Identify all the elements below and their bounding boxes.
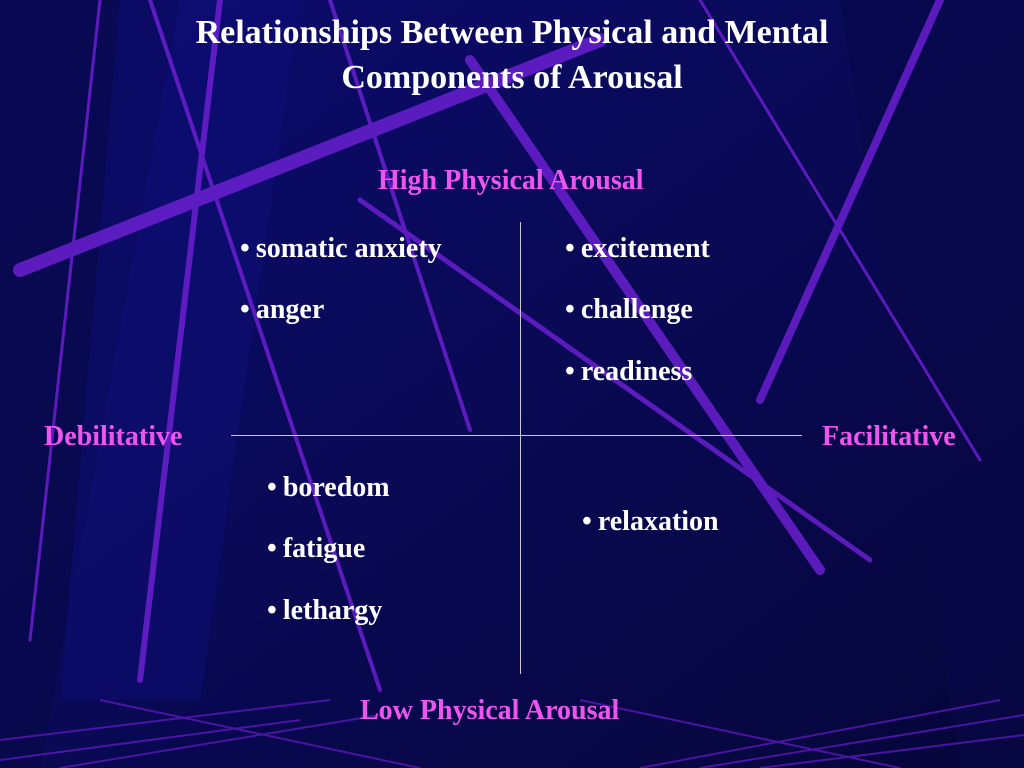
quadrant-item-lethargy: •lethargy xyxy=(267,595,383,626)
title-line-1: Relationships Between Physical and Menta… xyxy=(195,14,829,51)
title-line-2: Components of Arousal xyxy=(341,59,683,96)
axis-label-left: Debilitative xyxy=(44,421,183,452)
quadrant-item-relaxation: •relaxation xyxy=(582,506,719,537)
vertical-axis-line xyxy=(520,222,521,674)
quadrant-item-readiness: •readiness xyxy=(565,356,693,387)
axis-label-top: High Physical Arousal xyxy=(378,165,644,196)
quadrant-item-anger: •anger xyxy=(240,294,325,325)
horizontal-axis-line xyxy=(231,435,802,436)
quadrant-item-excitement: •excitement xyxy=(565,233,710,264)
quadrant-item-boredom: •boredom xyxy=(267,472,390,503)
axis-label-right: Facilitative xyxy=(822,421,956,452)
quadrant-item-fatigue: •fatigue xyxy=(267,533,366,564)
axis-label-bottom: Low Physical Arousal xyxy=(360,695,620,726)
slide-title: Relationships Between Physical and Menta… xyxy=(62,10,962,100)
quadrant-item-challenge: •challenge xyxy=(565,294,693,325)
quadrant-item-somatic-anxiety: •somatic anxiety xyxy=(240,233,442,264)
